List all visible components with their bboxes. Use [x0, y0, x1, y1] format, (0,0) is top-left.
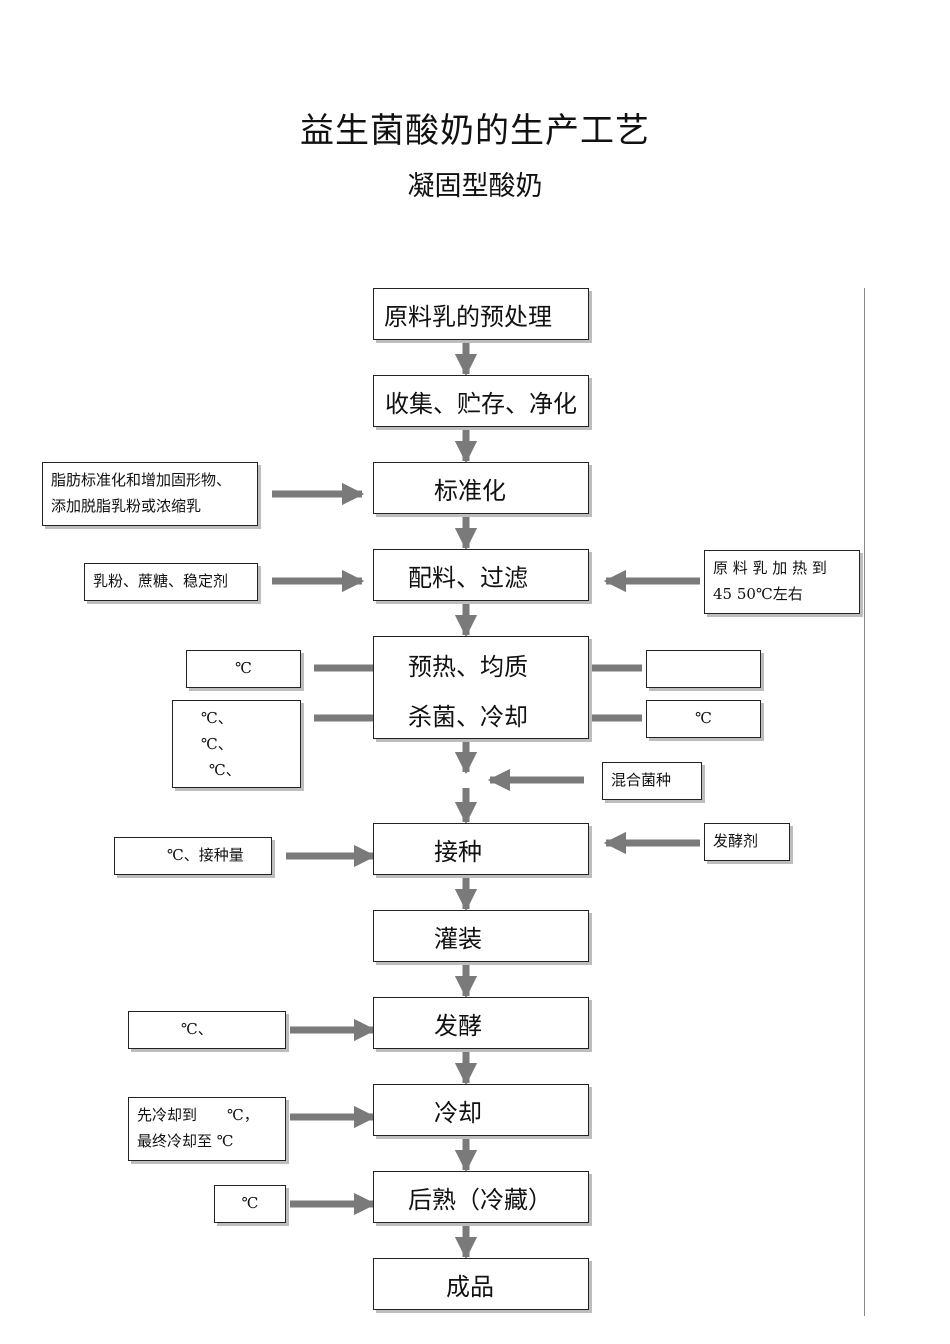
- note-fermentation-temperature: ℃、: [128, 1011, 286, 1049]
- step-label: 后熟（冷藏）: [408, 1185, 552, 1214]
- step-post-ripening: 后熟（冷藏）: [373, 1171, 589, 1223]
- step-finished-product: 成品: [373, 1258, 589, 1310]
- step-label: 接种: [434, 837, 482, 866]
- note-mixed-culture: 混合菌种: [602, 762, 702, 800]
- step-collect-store-purify: 收集、贮存、净化: [373, 375, 589, 427]
- note-line: ℃、: [201, 735, 233, 753]
- note-line: ℃、: [209, 761, 241, 779]
- step-filling: 灌装: [373, 910, 589, 962]
- note-line: 乳粉、蔗糖、稳定剂: [93, 572, 229, 590]
- note-ingredients: 乳粉、蔗糖、稳定剂: [84, 563, 258, 601]
- step-label: 收集、贮存、净化: [385, 389, 577, 418]
- note-line: 混合菌种: [611, 771, 672, 789]
- step-inoculation: 接种: [373, 823, 589, 875]
- step-cooling: 冷却: [373, 1084, 589, 1136]
- document-subtitle: 凝固型酸奶: [407, 171, 543, 202]
- note-line: 添加脱脂乳粉或浓缩乳: [51, 497, 202, 515]
- note-line: 最终冷却至 ℃: [137, 1132, 234, 1150]
- note-starter-culture: 发酵剂: [704, 823, 790, 861]
- step-label: 发酵: [434, 1011, 482, 1040]
- step-raw-milk-pretreatment: 原料乳的预处理: [373, 288, 589, 340]
- note-line: ℃: [695, 709, 712, 727]
- note-line: 发酵剂: [713, 832, 759, 850]
- note-line: 脂肪标准化和增加固形物、: [51, 471, 232, 489]
- step-label: 标准化: [434, 476, 506, 505]
- step-label-sterilize: 杀菌、冷却: [408, 703, 528, 731]
- step-standardization: 标准化: [373, 462, 589, 514]
- step-label: 灌装: [434, 924, 482, 953]
- note-line: ℃、接种量: [167, 846, 244, 864]
- step-label: 配料、过滤: [408, 563, 528, 592]
- note-line: ℃: [241, 1194, 259, 1212]
- note-homogenization-blank: [646, 650, 761, 688]
- note-cooling-temperatures: 先冷却到 ℃， 最终冷却至 ℃: [128, 1097, 286, 1161]
- note-ripening-temperature: ℃: [214, 1185, 286, 1223]
- note-standardization-method: 脂肪标准化和增加固形物、 添加脱脂乳粉或浓缩乳: [42, 462, 258, 526]
- step-mix-filter: 配料、过滤: [373, 549, 589, 601]
- note-preheat-temperature: ℃: [186, 650, 301, 688]
- note-line: 先冷却到 ℃，: [137, 1106, 259, 1124]
- note-line: 45 50℃左右: [713, 585, 803, 603]
- note-inoculation-parameters: ℃、接种量: [114, 837, 272, 875]
- step-label: 原料乳的预处理: [384, 302, 552, 331]
- page-divider-line: [864, 288, 865, 1316]
- step-preheat-sterilize: 预热、均质 杀菌、冷却: [373, 636, 589, 739]
- note-line: 原 料 乳 加 热 到: [713, 559, 827, 577]
- note-line: ℃、: [181, 1020, 213, 1038]
- step-label-preheat: 预热、均质: [408, 653, 528, 681]
- note-heat-raw-milk: 原 料 乳 加 热 到 45 50℃左右: [704, 550, 860, 614]
- note-cooling-temperature: ℃: [646, 700, 761, 738]
- step-fermentation: 发酵: [373, 997, 589, 1049]
- step-label: 成品: [446, 1272, 494, 1301]
- note-sterilization-parameters: ℃、 ℃、 ℃、: [172, 700, 301, 788]
- note-line: ℃: [235, 659, 252, 677]
- document-title: 益生菌酸奶的生产工艺: [300, 111, 650, 151]
- note-line: ℃、: [201, 709, 233, 727]
- step-label: 冷却: [434, 1098, 482, 1127]
